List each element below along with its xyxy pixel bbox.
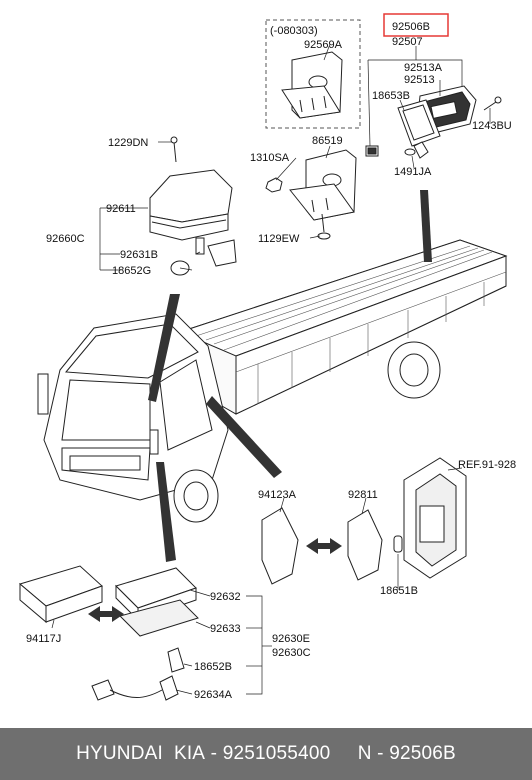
bracket-92569A [281, 51, 343, 119]
footer-separator-2: - [371, 743, 390, 764]
label-94123A: 94123A [258, 489, 297, 501]
side-marker-lenses [261, 507, 403, 585]
label-ref-91-928: REF.91-928 [458, 459, 516, 471]
label-92611: 92611 [106, 203, 136, 215]
nut-1310SA [265, 177, 283, 193]
label-18652B: 18652B [194, 661, 232, 673]
room-lamp-92630E [18, 565, 199, 701]
label-86519: 86519 [312, 135, 343, 147]
label-92634A: 92634A [194, 689, 233, 701]
footer-brand: HYUNDAI KIA [76, 743, 206, 764]
label-date-code: (-080303) [270, 25, 318, 37]
mirror-ref-91-928 [403, 457, 467, 579]
label-1129EW: 1129EW [258, 233, 300, 245]
label-92632: 92632 [210, 591, 241, 603]
label-1243BU: 1243BU [472, 120, 512, 132]
leader-lines [51, 43, 491, 695]
label-1229DN: 1229DN [108, 137, 148, 149]
footer-spacer [330, 743, 357, 765]
double-arrow-right [306, 538, 342, 554]
footer-part-number: 9251055400 [222, 743, 331, 764]
leader-arrows [148, 190, 432, 562]
label-92630C: 92630C [272, 647, 311, 659]
license-lamp-assembly [365, 85, 502, 159]
highlight-box [383, 13, 449, 37]
label-92811: 92811 [348, 489, 378, 501]
label-92513A: 92513A [404, 62, 443, 74]
label-92630E: 92630E [272, 633, 310, 645]
label-18652G: 18652G [112, 265, 151, 277]
label-92569A: 92569A [304, 39, 343, 51]
label-18651B: 18651B [380, 585, 418, 597]
footer-separator: - [205, 743, 223, 764]
label-92631B: 92631B [120, 249, 158, 261]
bracket-86519 [289, 149, 357, 221]
label-92506B: 92506B [392, 21, 430, 33]
double-arrow-left [88, 606, 124, 622]
footer-n-label: N [357, 743, 372, 764]
label-1491JA: 1491JA [394, 166, 432, 178]
label-18653B: 18653B [372, 90, 410, 102]
truck-illustration [37, 239, 508, 523]
label-92513: 92513 [404, 74, 435, 86]
footer-oem-code: 92506B [389, 743, 456, 764]
label-92633: 92633 [210, 623, 241, 635]
label-1310SA: 1310SA [250, 152, 290, 164]
label-92660C: 92660C [46, 233, 85, 245]
marker-lamp-92611 [149, 169, 237, 276]
dashed-variant-box [265, 19, 361, 129]
screw-1229DN [170, 136, 178, 163]
label-92507: 92507 [392, 36, 423, 48]
label-94117J: 94117J [26, 633, 61, 645]
footer-bar: HYUNDAI KIA - 9251055400 N - 92506B [0, 728, 532, 780]
bolt-1129EW [317, 213, 331, 240]
